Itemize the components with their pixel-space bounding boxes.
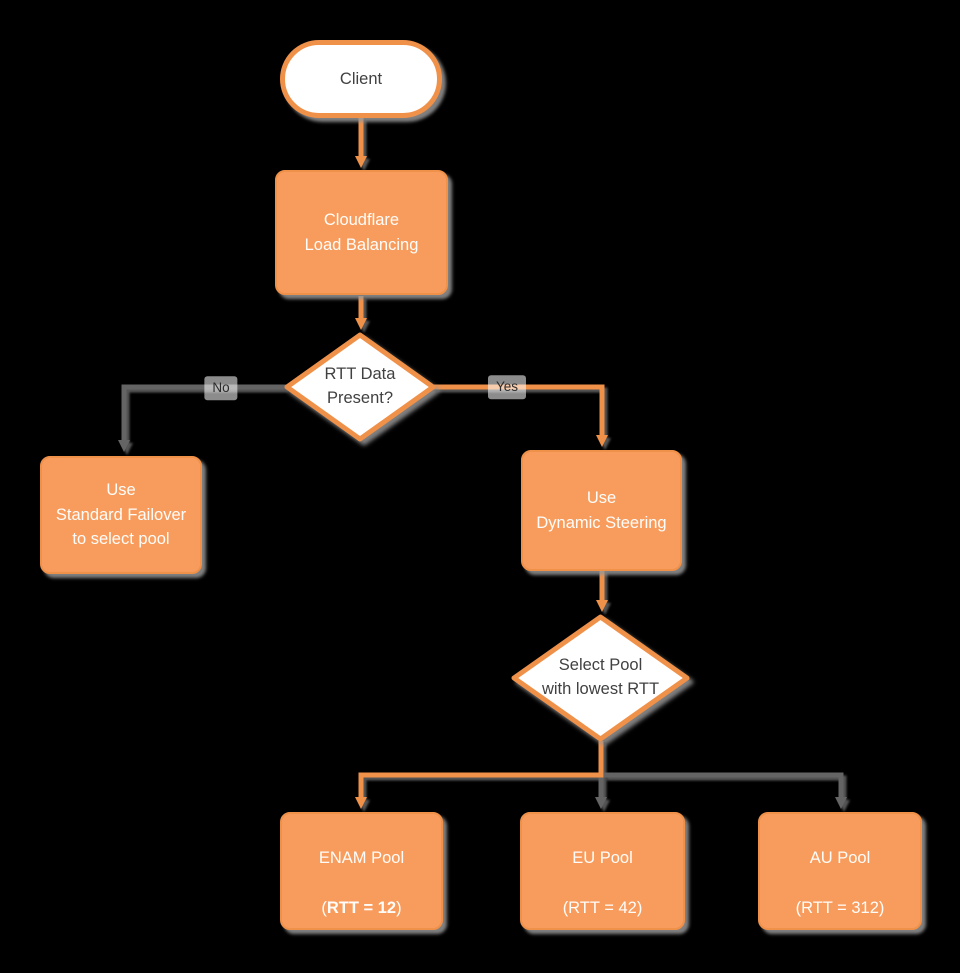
edge-select-pool-to-au <box>604 772 847 809</box>
diamond-shape <box>284 332 436 442</box>
au-pool-rtt: (RTT = 312) <box>795 898 885 917</box>
decision-rtt-data-present: RTT Data Present? <box>283 331 437 443</box>
node-standard-failover-label: Use Standard Failover to select pool <box>55 480 187 549</box>
node-load-balancing: Cloudflare Load Balancing <box>275 170 448 295</box>
diamond-shape <box>511 614 690 742</box>
node-au-pool: AU Pool (RTT = 312) <box>758 812 922 930</box>
node-eu-pool-label: EU Pool (RTT = 42) <box>563 822 643 921</box>
node-dynamic-steering: Use Dynamic Steering <box>521 450 682 571</box>
edge-label-yes: Yes <box>487 375 527 399</box>
au-pool-title: AU Pool <box>809 849 871 868</box>
node-enam-pool: ENAM Pool (RTT = 12) <box>280 812 443 930</box>
eu-pool-title: EU Pool <box>572 849 633 868</box>
decision-select-pool: Select Pool with lowest RTT <box>510 613 691 743</box>
enam-rtt-value: RTT = 12 <box>326 898 397 917</box>
eu-pool-rtt: (RTT = 42) <box>562 898 643 917</box>
node-client-label: Client <box>339 69 383 88</box>
node-au-pool-label: AU Pool (RTT = 312) <box>796 822 885 921</box>
node-load-balancing-label: Cloudflare Load Balancing <box>304 210 419 254</box>
enam-pool-rtt: (RTT = 12) <box>321 899 401 917</box>
decision-select-pool-label: Select Pool with lowest RTT <box>541 656 660 698</box>
node-enam-pool-label: ENAM Pool (RTT = 12) <box>319 822 404 921</box>
node-standard-failover: Use Standard Failover to select pool <box>40 456 202 574</box>
node-dynamic-steering-label: Use Dynamic Steering <box>536 488 667 532</box>
decision-rtt-data-label: RTT Data Present? <box>324 365 396 407</box>
enam-rtt-open-paren: ( <box>321 898 327 917</box>
enam-pool-title: ENAM Pool <box>318 849 405 868</box>
edge-select-pool-to-enam <box>355 741 604 809</box>
node-client: Client <box>280 40 442 118</box>
node-eu-pool: EU Pool (RTT = 42) <box>520 812 685 930</box>
edge-label-no: No <box>204 376 238 400</box>
enam-rtt-close-paren: ) <box>396 898 402 917</box>
